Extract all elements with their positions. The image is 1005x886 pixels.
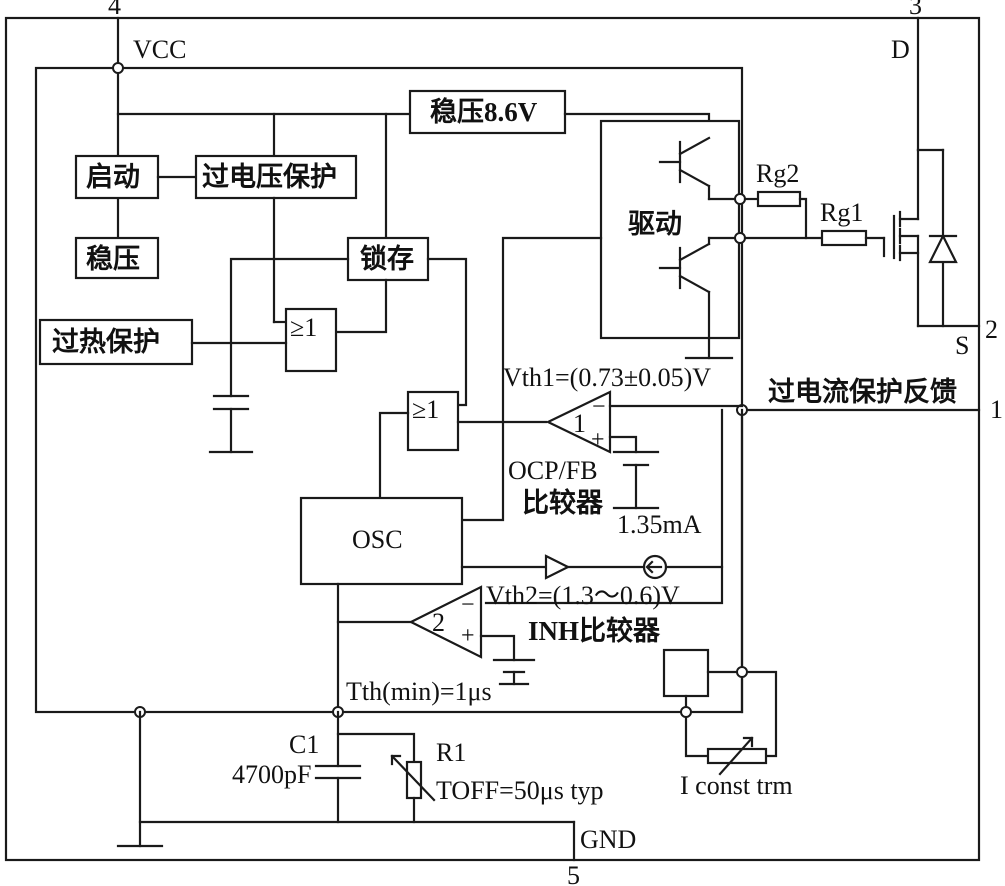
cmp2-minus: − [461, 592, 475, 618]
or-gate-1: ≥1 [284, 307, 338, 373]
ovp-label: 过电压保护 [202, 162, 337, 192]
latch-capacitor [208, 394, 254, 454]
power-mosfet [882, 16, 981, 328]
rg1-resistor [743, 229, 886, 247]
startup-block: 启动 [74, 154, 160, 240]
iconst-block [662, 648, 778, 776]
or-gate-2: ≥1 [406, 390, 460, 452]
cmp1-current: 1.35mA [617, 510, 702, 539]
rg2-resistor [743, 190, 808, 240]
osc-block: OSC [299, 496, 464, 586]
or-gate-1-label: ≥1 [290, 313, 317, 342]
cmp1-minus: − [592, 394, 606, 420]
iconst-label: I const trm [680, 771, 793, 800]
rg2-label: Rg2 [756, 159, 799, 188]
r1-resistor [390, 754, 436, 802]
pin-2-label: 2 [985, 315, 998, 344]
ocp-comparator: 1 − + [545, 390, 744, 510]
latch-label: 锁存 [360, 243, 414, 274]
or-gate-2-label: ≥1 [412, 395, 439, 424]
pin-5-label: 5 [567, 861, 580, 886]
driver-label: 驱动 [628, 209, 682, 239]
reg-86v-block: 稳压8.6V [408, 89, 567, 135]
cmp2-tth: Tth(min)=1μs [346, 677, 492, 706]
c1-value: 4700pF [232, 760, 311, 789]
regulator-block: 稳压 [74, 236, 160, 280]
latch-block: 锁存 [346, 236, 430, 282]
ocp-feedback-label: 过电流保护反馈 [768, 377, 957, 407]
ovp-block: 过电压保护 [194, 154, 358, 200]
cmp2-name: INH比较器 [528, 615, 661, 646]
cmp1-number: 1 [573, 409, 586, 438]
vcc-net [112, 16, 412, 240]
startup-label: 启动 [86, 162, 140, 192]
source-label: S [955, 331, 969, 360]
buffer-triangle [544, 554, 571, 580]
toff-label: TOFF=50μs typ [436, 776, 604, 805]
drain-label: D [891, 35, 910, 64]
regulator-label: 稳压 [86, 243, 140, 274]
otp-label: 过热保护 [52, 327, 160, 357]
c1-label: C1 [289, 730, 319, 759]
cmp1-plus: + [591, 427, 605, 453]
r1-label: R1 [436, 738, 466, 767]
otp-block: 过热保护 [38, 318, 194, 366]
control-section-outline [34, 66, 744, 714]
body-diode [928, 148, 958, 328]
pin-3-label: 3 [909, 0, 922, 20]
driver-block: 驱动 [599, 119, 741, 340]
pin-4-label: 4 [108, 0, 121, 20]
cmp2-threshold: Vth2=(1.3～0.6)V [486, 581, 680, 610]
cmp1-name: OCP/FB [508, 456, 598, 485]
cmp1-name2: 比较器 [522, 487, 604, 518]
osc-label: OSC [352, 525, 403, 554]
cmp2-plus: + [461, 623, 475, 649]
vcc-label: VCC [133, 35, 186, 64]
cmp2-number: 2 [432, 608, 445, 637]
rg1-label: Rg1 [820, 198, 863, 227]
cmp1-threshold: Vth1=(0.73±0.05)V [503, 363, 711, 392]
current-source-icon [642, 554, 668, 580]
reg-86v-label: 稳压8.6V [430, 96, 538, 127]
ic-outline [4, 16, 981, 862]
ground-net [116, 710, 576, 862]
pin-1-label: 1 [990, 395, 1003, 424]
inh-comparator: 2 − + [408, 585, 536, 686]
gnd-label: GND [580, 825, 636, 854]
